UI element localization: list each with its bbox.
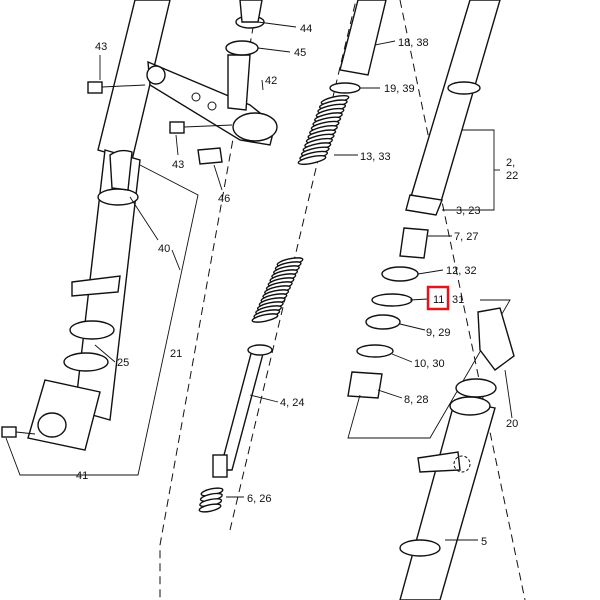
callout-41[interactable]: 41 — [76, 470, 88, 482]
outer-tube-5[interactable] — [399, 378, 497, 600]
lower-bracket[interactable] — [146, 0, 278, 146]
leader-25 — [94, 344, 116, 363]
callout-7-27[interactable]: 7, 27 — [454, 231, 478, 243]
oil-seal-9[interactable] — [365, 314, 401, 330]
leader-20 — [504, 369, 513, 419]
cable-guide-46[interactable] — [197, 147, 223, 165]
damper-rod-top — [247, 344, 273, 356]
bearing-race-45 — [225, 40, 259, 56]
washer-19[interactable] — [329, 82, 361, 94]
bolt-head — [87, 81, 103, 94]
leader-45 — [257, 47, 291, 53]
fork-leg-left[interactable] — [27, 0, 171, 451]
callout-19-39[interactable]: 19, 39 — [384, 83, 415, 95]
spring-coil — [251, 313, 279, 323]
outer-tube-ring — [399, 539, 441, 557]
callout-10-30[interactable]: 10, 30 — [414, 358, 445, 370]
outer-tube-mount — [417, 451, 461, 473]
clip-11[interactable] — [371, 293, 413, 307]
bolt-head — [1, 426, 17, 438]
damper-rod-4[interactable] — [212, 344, 273, 478]
callout-8-28[interactable]: 8, 28 — [404, 394, 428, 406]
callout-40[interactable]: 40 — [158, 243, 170, 255]
callout-20[interactable]: 20 — [506, 418, 518, 430]
bolt-head — [169, 121, 185, 134]
axle-hole — [37, 412, 67, 438]
bracket-clamp-right — [232, 112, 278, 142]
callout-45[interactable]: 45 — [294, 47, 306, 59]
slide-bushing-7[interactable] — [399, 227, 429, 259]
spring-coil — [198, 503, 222, 513]
leader-40 — [129, 196, 159, 241]
steering-stem — [227, 54, 251, 111]
leader-41-21 — [5, 164, 199, 476]
bracket-31 — [347, 299, 511, 439]
leader-4 — [249, 394, 279, 403]
bracket-bolt-lower[interactable] — [169, 121, 233, 134]
slide-bushing-3[interactable] — [405, 194, 443, 216]
callout-9-29[interactable]: 9, 29 — [426, 327, 450, 339]
inner-tube-18[interactable] — [339, 0, 387, 76]
fork-spring-lower[interactable] — [251, 256, 304, 324]
highlight-box-11 — [426, 285, 450, 311]
bracket-clamp-left — [146, 65, 166, 85]
callout-6-26[interactable]: 6, 26 — [247, 493, 271, 505]
leader-18 — [374, 40, 396, 46]
spring-coil — [297, 155, 327, 165]
leader-10 — [391, 353, 413, 363]
callout-21[interactable]: 21 — [170, 348, 182, 360]
callout-44[interactable]: 44 — [300, 23, 312, 35]
callout-18-38[interactable]: 18, 38 — [398, 37, 429, 49]
axle-bracket — [27, 379, 101, 451]
leader-43b — [175, 134, 179, 156]
fork-protector-top — [109, 149, 133, 191]
stem-top — [239, 0, 263, 23]
outer-tube-ring-1 — [69, 320, 115, 340]
caliper-mount — [71, 275, 121, 297]
inner-tube-2[interactable] — [409, 0, 501, 206]
callout-labels: 44 45 43 42 43 46 40 21 25 41 18, 38 19,… — [76, 23, 518, 548]
assembly-boundary-dashed — [159, 0, 526, 600]
leader-42 — [261, 79, 264, 91]
leader-46 — [213, 164, 223, 191]
leader-40b — [171, 249, 181, 271]
inner-tube-2-mark — [447, 81, 481, 95]
slide-bushing-8[interactable] — [347, 371, 383, 399]
fork-protector-20[interactable] — [477, 307, 515, 371]
axle-pinch-bolt[interactable] — [1, 426, 36, 438]
rebound-spring-6[interactable] — [198, 487, 224, 514]
callout-12-32[interactable]: 12, 32 — [446, 265, 477, 277]
leader-12 — [417, 269, 444, 275]
callout-43-lower[interactable]: 43 — [172, 159, 184, 171]
bracket-bolt-upper[interactable] — [87, 81, 146, 94]
outer-tube-body — [399, 399, 496, 600]
damper-rod-tip — [212, 454, 228, 478]
callout-2[interactable]: 2, — [506, 157, 515, 169]
callout-3-23[interactable]: 3, 23 — [456, 205, 480, 217]
bolt-shank — [15, 431, 36, 435]
callout-13-33[interactable]: 13, 33 — [360, 151, 391, 163]
callout-43-upper[interactable]: 43 — [95, 41, 107, 53]
callout-25[interactable]: 25 — [117, 357, 129, 369]
washer-10[interactable] — [356, 344, 394, 358]
leader-8 — [377, 389, 403, 399]
outer-tube-collar — [449, 396, 491, 416]
callout-42[interactable]: 42 — [265, 75, 277, 87]
callout-4-24[interactable]: 4, 24 — [280, 397, 304, 409]
leader-44 — [257, 21, 297, 28]
leader-11 — [409, 298, 429, 301]
outer-tube-collar — [97, 188, 139, 206]
callout-46[interactable]: 46 — [218, 193, 230, 205]
callout-11[interactable]: 11 — [433, 294, 444, 306]
damper-rod-body — [219, 349, 265, 471]
oil-seal-12[interactable] — [381, 266, 419, 282]
callout-31[interactable]: 31 — [452, 294, 464, 306]
callout-5[interactable]: 5 — [481, 536, 487, 548]
leader-9 — [399, 323, 426, 331]
callout-22[interactable]: 22 — [506, 170, 518, 182]
fork-spring-13[interactable] — [297, 94, 350, 166]
outer-tube-ring-2 — [63, 352, 109, 372]
outer-tube-top — [455, 378, 497, 398]
